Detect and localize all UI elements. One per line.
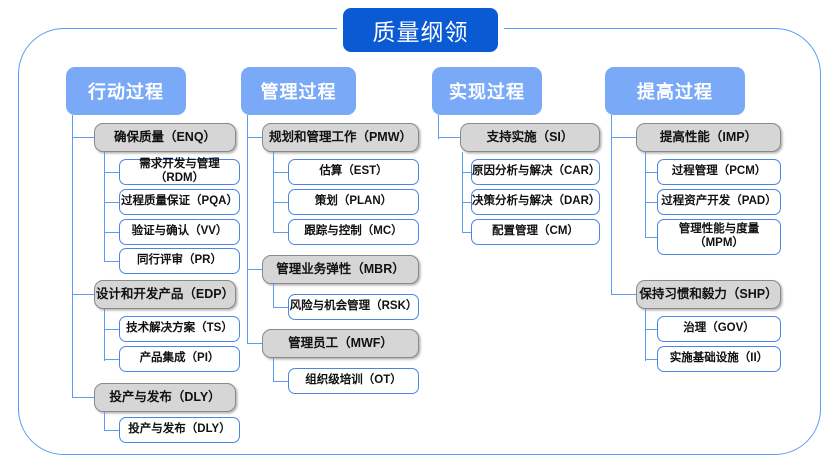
connector-stub-pcm — [645, 172, 657, 174]
connector-stub-cm — [462, 232, 471, 234]
connector-stub-ot — [273, 381, 288, 383]
item-box-ii[interactable]: 实施基础设施（II） — [657, 346, 781, 372]
connector-stub-dly-item — [104, 430, 119, 432]
item-box-pqa[interactable]: 过程质量保证（PQA） — [119, 189, 240, 215]
connector-stub-mc — [273, 232, 288, 234]
connector-stub-col1-g2 — [72, 294, 94, 296]
group-box-mwf[interactable]: 管理员工（MWF） — [262, 329, 419, 358]
connector-stub-col3-g1 — [438, 137, 460, 139]
connector-stub-gov — [645, 329, 657, 331]
connector-stub-col4-g1 — [611, 137, 636, 139]
item-box-dar[interactable]: 决策分析与解决（DAR） — [471, 189, 600, 215]
item-box-mpm[interactable]: 管理性能与度量 （MPM） — [657, 219, 781, 255]
connector-stub-col1-g3 — [72, 397, 94, 399]
group-box-mbr[interactable]: 管理业务弹性（MBR） — [262, 255, 419, 284]
connector-trunk-enq — [104, 152, 106, 262]
item-box-ot[interactable]: 组织级培训（OT） — [288, 368, 419, 394]
item-box-cm[interactable]: 配置管理（CM） — [471, 219, 600, 245]
connector-trunk-col4 — [611, 115, 613, 295]
connector-stub-rsk — [273, 307, 288, 309]
item-box-pad[interactable]: 过程资产开发（PAD） — [657, 189, 781, 215]
connector-trunk-col2 — [247, 115, 249, 344]
item-box-est[interactable]: 估算（EST） — [288, 159, 419, 185]
group-box-dly[interactable]: 投产与发布（DLY） — [94, 383, 236, 412]
item-box-dly[interactable]: 投产与发布（DLY） — [119, 417, 240, 443]
item-box-pr[interactable]: 同行评审（PR） — [119, 248, 240, 274]
connector-stub-ii — [645, 359, 657, 361]
connector-trunk-mbr — [273, 284, 275, 307]
group-box-si[interactable]: 支持实施（SI） — [460, 123, 600, 152]
connector-stub-rdm — [104, 172, 119, 174]
connector-stub-plan — [273, 202, 288, 204]
connector-trunk-dly — [104, 412, 106, 430]
connector-stub-col1-g1 — [72, 137, 94, 139]
connector-stub-col2-g2 — [247, 269, 262, 271]
connector-stub-vv — [104, 232, 119, 234]
item-box-gov[interactable]: 治理（GOV） — [657, 316, 781, 342]
connector-stub-pr — [104, 261, 119, 263]
connector-trunk-edp — [104, 309, 106, 361]
item-box-plan[interactable]: 策划（PLAN） — [288, 189, 419, 215]
connector-stub-mpm — [645, 237, 657, 239]
column-header-realization[interactable]: 实现过程 — [432, 67, 542, 115]
item-box-rdm[interactable]: 需求开发与管理（RDM） — [119, 158, 240, 185]
connector-stub-col2-g1 — [247, 137, 262, 139]
connector-trunk-col3 — [438, 115, 440, 139]
group-box-shp[interactable]: 保持习惯和毅力（SHP） — [636, 280, 781, 309]
item-box-pi[interactable]: 产品集成（PI） — [119, 346, 240, 372]
item-box-car[interactable]: 原因分析与解决（CAR） — [471, 159, 600, 185]
item-box-mc[interactable]: 跟踪与控制（MC） — [288, 219, 419, 245]
connector-trunk-mwf — [273, 358, 275, 381]
item-box-pcm[interactable]: 过程管理（PCM） — [657, 159, 781, 185]
connector-stub-dar — [462, 202, 471, 204]
column-header-action[interactable]: 行动过程 — [66, 67, 186, 115]
item-box-ts[interactable]: 技术解决方案（TS） — [119, 316, 240, 342]
item-box-rsk[interactable]: 风险与机会管理（RSK） — [288, 294, 419, 320]
connector-trunk-col1 — [72, 115, 74, 398]
group-box-edp[interactable]: 设计和开发产品（EDP） — [94, 280, 236, 309]
group-box-enq[interactable]: 确保质量（ENQ） — [94, 123, 236, 152]
connector-stub-col4-g2 — [611, 294, 636, 296]
item-box-vv[interactable]: 验证与确认（VV） — [119, 219, 240, 245]
connector-trunk-pmw — [273, 152, 275, 233]
column-header-improvement[interactable]: 提高过程 — [605, 67, 745, 115]
group-box-imp[interactable]: 提高性能（IMP） — [636, 123, 781, 152]
connector-stub-est — [273, 172, 288, 174]
column-header-management[interactable]: 管理过程 — [241, 67, 356, 115]
connector-trunk-imp — [645, 152, 647, 238]
connector-stub-ts — [104, 329, 119, 331]
connector-stub-car — [462, 172, 471, 174]
connector-stub-pi — [104, 359, 119, 361]
connector-stub-col2-g3 — [247, 343, 262, 345]
connector-trunk-shp — [645, 309, 647, 361]
group-box-pmw[interactable]: 规划和管理工作（PMW） — [262, 123, 419, 152]
diagram-title: 质量纲领 — [343, 8, 498, 52]
connector-stub-pqa — [104, 202, 119, 204]
connector-trunk-si — [462, 152, 464, 233]
connector-stub-pad — [645, 202, 657, 204]
